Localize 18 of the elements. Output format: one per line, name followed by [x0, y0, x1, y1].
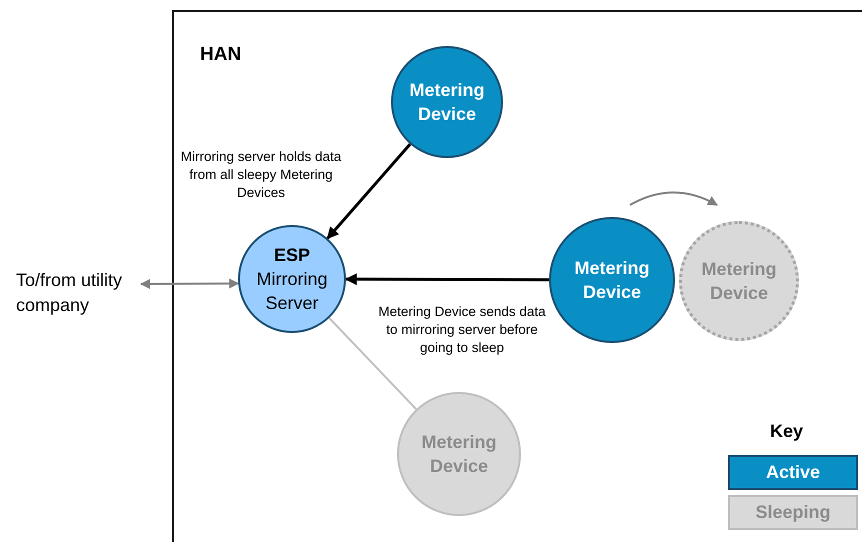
external-label: To/from utility company — [16, 268, 161, 318]
node-label: ESP — [272, 244, 312, 267]
area-title: HAN — [200, 44, 242, 66]
connector-line — [328, 317, 417, 410]
arrow — [630, 192, 718, 206]
legend-label: Sleeping — [755, 502, 830, 523]
node-label: Metering Device — [573, 257, 650, 304]
arrow — [344, 273, 549, 286]
arrow — [140, 278, 240, 289]
legend-label: Active — [766, 462, 820, 483]
arrow — [326, 143, 412, 240]
annotation: Mirroring server holds data from all sleepy Metering Devices — [180, 148, 342, 202]
node-label: Metering Device — [700, 258, 778, 305]
node-label: Mirroring Server — [255, 268, 328, 315]
node-label: Metering Device — [408, 79, 486, 126]
legend-title: Key — [770, 421, 804, 442]
annotation: Metering Device sends data to mirroring server before going to sleep — [377, 303, 547, 357]
node-label: Metering Device — [420, 431, 498, 478]
